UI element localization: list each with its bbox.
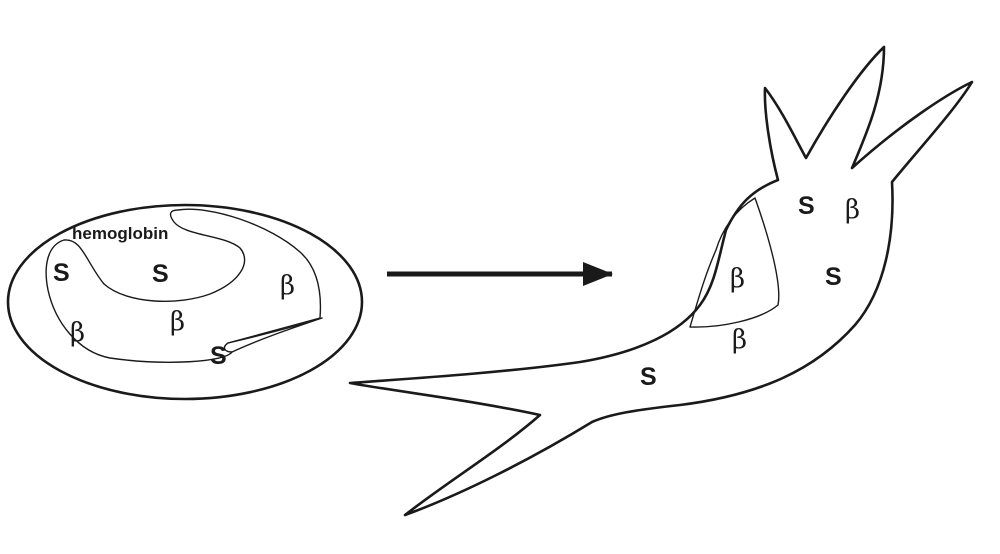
beta-label: β	[730, 264, 745, 294]
sickle-cell-hemoglobin-strand	[689, 197, 780, 328]
s-label: S	[210, 342, 227, 370]
s-label: S	[825, 263, 842, 291]
hemoglobin-strand	[45, 208, 322, 363]
s-label: S	[152, 260, 169, 288]
beta-label: β	[170, 307, 185, 337]
beta-label: β	[845, 195, 860, 225]
beta-label: β	[732, 325, 747, 355]
s-label: S	[640, 363, 657, 391]
hemoglobin-label: hemoglobin	[72, 224, 168, 243]
sickle-cell: S S S β β β	[348, 45, 974, 517]
sickle-cell-membrane	[348, 45, 974, 517]
beta-label: β	[70, 318, 85, 348]
s-label: S	[798, 192, 815, 220]
normal-cell: hemoglobin S S S β β β	[6, 203, 364, 401]
hemoglobin-strand-tail	[227, 317, 323, 353]
normal-cell-membrane	[6, 203, 364, 401]
s-label: S	[53, 259, 70, 287]
beta-label: β	[280, 271, 295, 301]
